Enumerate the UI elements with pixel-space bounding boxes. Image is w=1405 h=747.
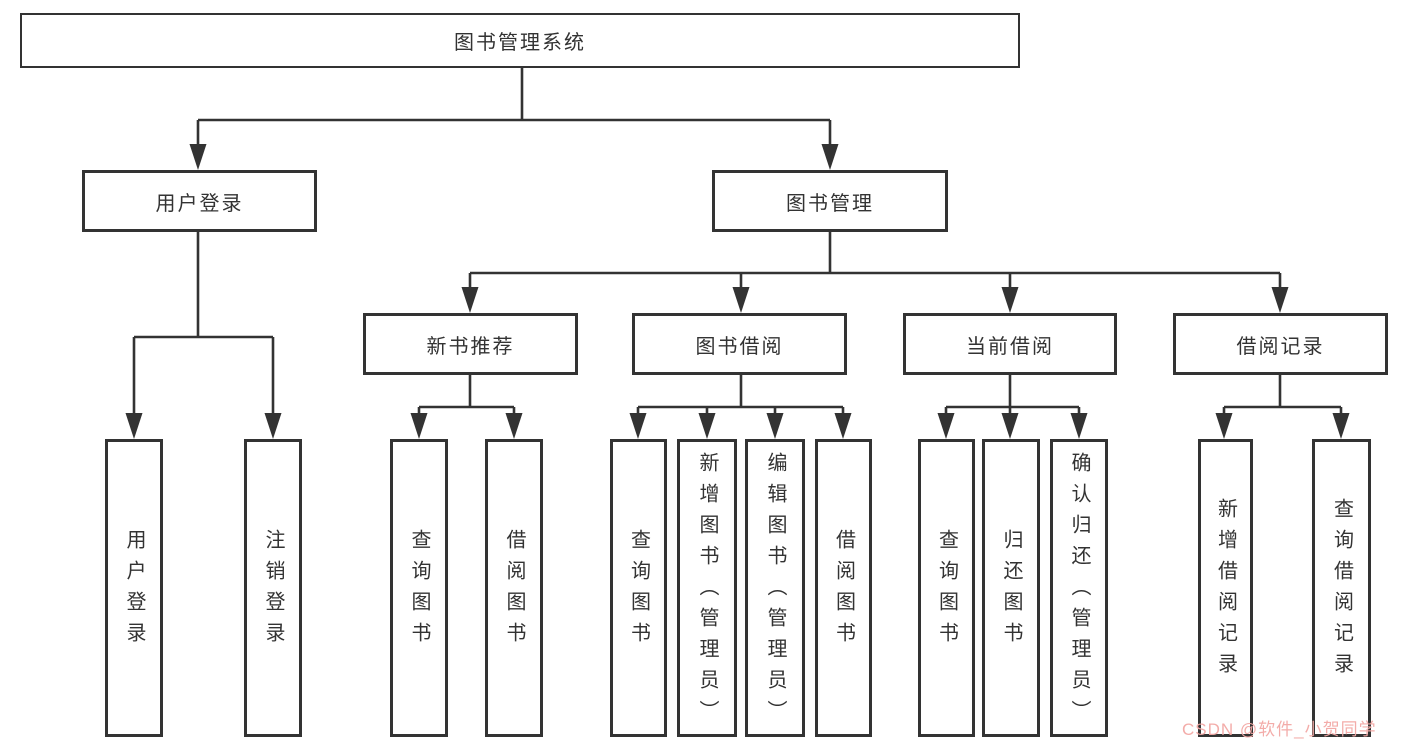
connector-current-borrow-group — [937, 375, 1088, 439]
connector-borrow-record-group — [1215, 375, 1350, 439]
leaf-borrow-add-book-admin: 新增图书（管理员） — [677, 439, 737, 737]
leaf-borrow-borrow-book: 借阅图书 — [815, 439, 872, 737]
leaf-recommend-query-book: 查询图书 — [390, 439, 448, 737]
leaf-login-user-login: 用户登录 — [105, 439, 163, 737]
leaf-record-add-borrow-record: 新增借阅记录 — [1198, 439, 1253, 737]
node-borrow-record: 借阅记录 — [1173, 313, 1388, 375]
connector-new-book-recommend-group — [410, 375, 523, 439]
leaf-borrow-query-book: 查询图书 — [610, 439, 667, 737]
connector-book-management-group — [461, 232, 1289, 313]
node-new-book-recommend: 新书推荐 — [363, 313, 578, 375]
leaf-recommend-borrow-book: 借阅图书 — [485, 439, 543, 737]
leaf-current-return-book: 归还图书 — [982, 439, 1040, 737]
node-book-borrow: 图书借阅 — [632, 313, 847, 375]
node-current-borrow: 当前借阅 — [903, 313, 1117, 375]
leaf-current-query-book: 查询图书 — [918, 439, 975, 737]
leaf-borrow-edit-book-admin: 编辑图书（管理员） — [745, 439, 805, 737]
watermark: CSDN @软件_小贺同学 — [1182, 720, 1377, 739]
node-root: 图书管理系统 — [20, 13, 1020, 68]
node-book-management: 图书管理 — [712, 170, 948, 232]
node-user-login-group: 用户登录 — [82, 170, 317, 232]
connector-book-borrow-group — [629, 375, 852, 439]
leaf-login-logout: 注销登录 — [244, 439, 302, 737]
connector-login-group — [125, 232, 282, 439]
leaf-current-confirm-return-admin: 确认归还（管理员） — [1050, 439, 1108, 737]
leaf-record-query-borrow-record: 查询借阅记录 — [1312, 439, 1371, 737]
connector-root-to-level2 — [189, 68, 839, 170]
